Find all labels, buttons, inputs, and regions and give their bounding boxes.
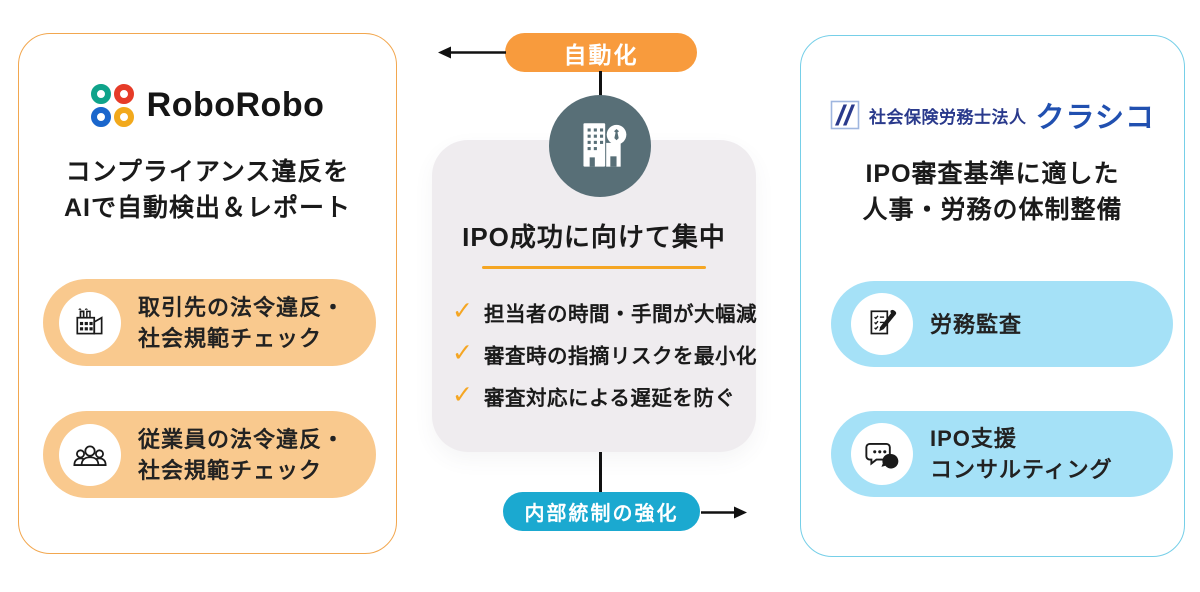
benefit-list: ✓ 担当者の時間・手間が大幅減 ✓ 審査時の指摘リスクを最小化 ✓ 審査対応によ… bbox=[452, 291, 756, 417]
factory-icon bbox=[59, 291, 121, 354]
feature-partner-compliance: 取引先の法令違反・ 社会規範チェック bbox=[43, 279, 376, 366]
feature-employee-label: 従業員の法令違反・ 社会規範チェック bbox=[138, 426, 346, 483]
benefit-item: ✓ 審査対応による遅延を防ぐ bbox=[452, 380, 736, 410]
left-title-line2: AIで自動検出＆レポート bbox=[63, 194, 351, 222]
feature-partner-label: 取引先の法令違反・ 社会規範チェック bbox=[138, 294, 346, 351]
service-labor-audit-label: 労務監査 bbox=[930, 311, 1023, 337]
service-labor-audit: 労務監査 bbox=[831, 281, 1173, 367]
check-icon: ✓ bbox=[452, 296, 473, 325]
right-panel-title: IPO審査基準に適した 人事・労務の体制整備 bbox=[801, 156, 1184, 228]
ring-red-icon bbox=[113, 84, 134, 104]
audit-checklist-icon bbox=[851, 293, 913, 355]
left-title-line1: コンプライアンス違反を bbox=[65, 158, 350, 186]
benefit-item: ✓ 審査時の指摘リスクを最小化 bbox=[452, 338, 757, 368]
service-ipo-consulting: IPO支援 コンサルティング bbox=[831, 411, 1173, 497]
ring-blue-icon bbox=[90, 107, 111, 127]
ring-yellow-icon bbox=[113, 107, 134, 127]
arrow-right-icon bbox=[701, 505, 747, 520]
service-ipo-consulting-label: IPO支援 コンサルティング bbox=[930, 426, 1113, 482]
feature-employee-compliance: 従業員の法令違反・ 社会規範チェック bbox=[43, 411, 376, 498]
ipo-focus-card: IPO成功に向けて集中 ✓ 担当者の時間・手間が大幅減 ✓ 審査時の指摘リスクを… bbox=[432, 140, 756, 452]
roborobo-logo-icon bbox=[90, 84, 134, 127]
kurashiko-panel: 社会保険労務士法人 クラシコ IPO審査基準に適した 人事・労務の体制整備 bbox=[800, 35, 1185, 557]
left-panel-title: コンプライアンス違反を AIで自動検出＆レポート bbox=[19, 154, 396, 226]
company-hub-circle bbox=[549, 95, 651, 197]
card-title: IPO成功に向けて集中 bbox=[462, 222, 726, 252]
connector-line-bottom bbox=[598, 451, 602, 493]
group-icon bbox=[59, 423, 121, 486]
roborobo-wordmark: RoboRobo bbox=[146, 86, 325, 124]
kurashiko-logo: 社会保険労務士法人 クラシコ bbox=[801, 94, 1184, 136]
benefit-item: ✓ 担当者の時間・手間が大幅減 bbox=[452, 296, 757, 326]
ring-green-icon bbox=[90, 84, 111, 104]
kurashiko-wordmark: クラシコ bbox=[1035, 102, 1155, 134]
roborobo-logo: RoboRobo bbox=[19, 84, 396, 127]
right-title-line2: 人事・労務の体制整備 bbox=[862, 196, 1123, 224]
internal-control-badge: 内部統制の強化 bbox=[503, 492, 700, 531]
kurashiko-prefix: 社会保険労務士法人 bbox=[869, 107, 1027, 127]
automation-badge: 自動化 bbox=[505, 33, 697, 72]
arrow-left-icon bbox=[438, 45, 508, 60]
card-divider bbox=[482, 266, 706, 269]
check-icon: ✓ bbox=[452, 380, 473, 409]
kurashiko-logo-icon bbox=[830, 100, 860, 130]
check-icon: ✓ bbox=[452, 338, 473, 367]
office-building-icon bbox=[569, 115, 631, 177]
connector-line-top bbox=[598, 71, 602, 98]
chat-consulting-icon bbox=[851, 423, 913, 485]
roborobo-panel: RoboRobo コンプライアンス違反を AIで自動検出＆レポート bbox=[18, 33, 397, 554]
right-title-line1: IPO審査基準に適した bbox=[865, 160, 1120, 188]
